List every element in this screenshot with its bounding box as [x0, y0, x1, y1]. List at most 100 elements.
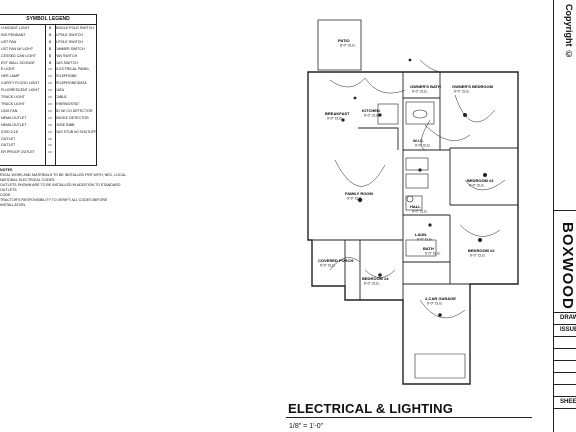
- legend-symbol: ▭: [48, 80, 52, 86]
- legend-item-label: OUTLET: [1, 143, 16, 148]
- title-block-row-label: ISSUE: [560, 327, 576, 333]
- room-label: HALL: [410, 204, 421, 209]
- room-label: KITCHEN: [362, 108, 380, 113]
- legend-symbol: $: [48, 31, 52, 37]
- legend-symbol: ▭: [48, 149, 52, 155]
- room-ceiling-height: 9'-0" CLG.: [470, 254, 486, 258]
- legend-divider: [55, 25, 56, 165]
- room-ceiling-height: 9'-0" CLG.: [412, 210, 428, 214]
- title-block-row-line: [553, 396, 576, 397]
- room-label: BEDROOM #3: [467, 178, 494, 183]
- general-notes: NOTES RICAL WORK AND MATERIALS TO BE INS…: [0, 168, 130, 208]
- legend-item-label: H-MOUNT LIGHT: [1, 26, 30, 30]
- legend-symbol: ▭: [48, 114, 52, 120]
- note-line: OUTLETS SHOWN ARE TO BE INSTALLED IN ADD…: [0, 183, 121, 192]
- drawing-title: ELECTRICAL & LIGHTING: [288, 401, 454, 416]
- legend-title: SYMBOL LEGEND: [0, 15, 96, 25]
- legend-symbol-column: $$$$$$▭▭▭▭▭▭▭▭▭▭▭▭▭: [45, 25, 55, 156]
- room-label: OWNER'S BEDROOM: [452, 84, 494, 89]
- room-ceiling-height: 9'-0" CLG.: [454, 90, 470, 94]
- title-block-row-label: DRAW: [560, 315, 576, 321]
- room-ceiling-height: 9'-0" CLG.: [412, 90, 428, 94]
- room-ceiling-height: 9'-0" CLG.: [347, 197, 363, 201]
- legend-symbol: ▭: [48, 128, 52, 134]
- notes-lines: RICAL WORK AND MATERIALS TO BE INSTALLED…: [0, 173, 130, 208]
- legend-item-label: FLUORESCENT LIGHT: [1, 88, 40, 93]
- legend-item-label: UST FAN: [1, 39, 17, 44]
- legend-item-label: CURITY FLOOD LIGHT: [1, 81, 40, 86]
- room-ceiling-height: 9'-0" CLG.: [364, 114, 380, 118]
- legend-item-label: HER LAMP: [1, 74, 20, 79]
- legend-item-label: CABLE: [55, 95, 67, 100]
- legend-item-label: GAS STUB W/ SHUTOFF: [55, 129, 97, 134]
- room-ceiling-height: 9'-0" CLG.: [425, 252, 441, 256]
- legend-item-label: NEMA OUTLET: [1, 122, 27, 127]
- room-label: BEDROOM #4: [362, 276, 389, 281]
- legend-item-label: ING PENDANT: [1, 32, 26, 37]
- title-block-row-line: [553, 384, 576, 385]
- legend-item-label: GAS SWITCH: [55, 60, 78, 65]
- note-line: RICAL WORK AND MATERIALS TO BE INSTALLED…: [0, 173, 128, 177]
- room-label: OWNER'S BATH: [410, 84, 441, 89]
- title-block-divider: [553, 312, 576, 313]
- legend-item-label: ELECTRICAL PANEL: [55, 67, 90, 72]
- legend-symbol: ▭: [48, 94, 52, 100]
- legend-item-label: TRACK LIGHT: [1, 101, 25, 106]
- legend-item-label: ER PROOF OUTLET: [1, 150, 35, 155]
- title-block-row-line: [553, 324, 576, 325]
- legend-item-label: HOSE BIBB: [55, 122, 75, 127]
- room-ceiling-height: 9'-0" CLG.: [417, 238, 433, 242]
- note-line: CODE.: [0, 193, 12, 197]
- legend-symbol: $: [48, 38, 52, 44]
- legend-symbol: ▭: [48, 66, 52, 72]
- room-ceiling-height: 9'-0" CLG.: [327, 117, 343, 121]
- drawing-scale: 1/8" = 1'-0": [289, 423, 324, 430]
- title-block-row-line: [553, 372, 576, 373]
- legend-symbol: ▭: [48, 100, 52, 106]
- room-label: LAUN.: [415, 232, 427, 237]
- legend-item-label: NEMA OUTLET: [1, 115, 27, 120]
- notes-heading: NOTES: [0, 168, 13, 172]
- legend-symbol: ▭: [48, 121, 52, 127]
- room-ceiling-height: 9'-0" CLG.: [364, 282, 380, 286]
- legend-symbol: $: [48, 52, 52, 58]
- room-label: W.I.C.: [413, 138, 424, 143]
- legend-item-label: TRACK LIGHT: [1, 95, 25, 100]
- legend-symbol: $: [48, 45, 52, 51]
- project-name: BOXWOOD: [559, 222, 576, 310]
- legend-symbol: ▭: [48, 87, 52, 93]
- room-ceiling-height: 9'-0" CLG.: [320, 264, 336, 268]
- symbol-legend: SYMBOL LEGEND H-MOUNT LIGHT ING PENDANT US…: [0, 14, 97, 166]
- legend-symbol: ▭: [48, 142, 52, 148]
- room-label: BATH: [423, 246, 434, 251]
- legend-item-label: SD W/ CO DETECTOR: [55, 108, 93, 113]
- legend-item-label: FAN SWITCH: [55, 53, 78, 58]
- legend-divider: [45, 25, 46, 165]
- room-label: BREAKFAST: [325, 111, 350, 116]
- legend-item-label: 4-POLE SWITCH: [55, 39, 83, 44]
- title-block-row-line: [553, 336, 576, 337]
- title-block-row-line: [553, 360, 576, 361]
- title-block-row-line: [553, 348, 576, 349]
- title-block-row-label: SHEE: [560, 399, 576, 405]
- copyright-label: Copyright ©: [564, 4, 574, 59]
- legend-symbol: ▭: [48, 135, 52, 141]
- room-ceiling-height: 9'-0" CLG.: [415, 144, 431, 148]
- legend-item-label: EXT WALL SCONCE: [1, 60, 35, 65]
- title-block-row-line: [553, 408, 576, 409]
- room-label: COVERED PORCH: [318, 258, 353, 263]
- room-label: FAMILY ROOM: [345, 191, 373, 196]
- room-ceiling-height: 9'-0" CLG.: [469, 184, 485, 188]
- title-block-divider: [553, 210, 576, 211]
- legend-item-label: CESSED CAN LIGHT: [1, 53, 36, 58]
- room-ceiling-height: 8'-0" CLG.: [340, 44, 356, 48]
- legend-item-label: DATA: [55, 88, 65, 93]
- legend-symbol: $: [48, 25, 52, 30]
- legend-item-label: TELEPHONE/DATA: [55, 81, 87, 86]
- legend-item-label: OUTLET: [1, 136, 16, 141]
- legend-item-label: DIMMER SWITCH: [55, 46, 85, 51]
- legend-symbol: ▭: [48, 107, 52, 113]
- legend-item-label: TELEPHONE: [55, 74, 77, 79]
- legend-item-label: SMOKE DETECTOR: [55, 115, 89, 120]
